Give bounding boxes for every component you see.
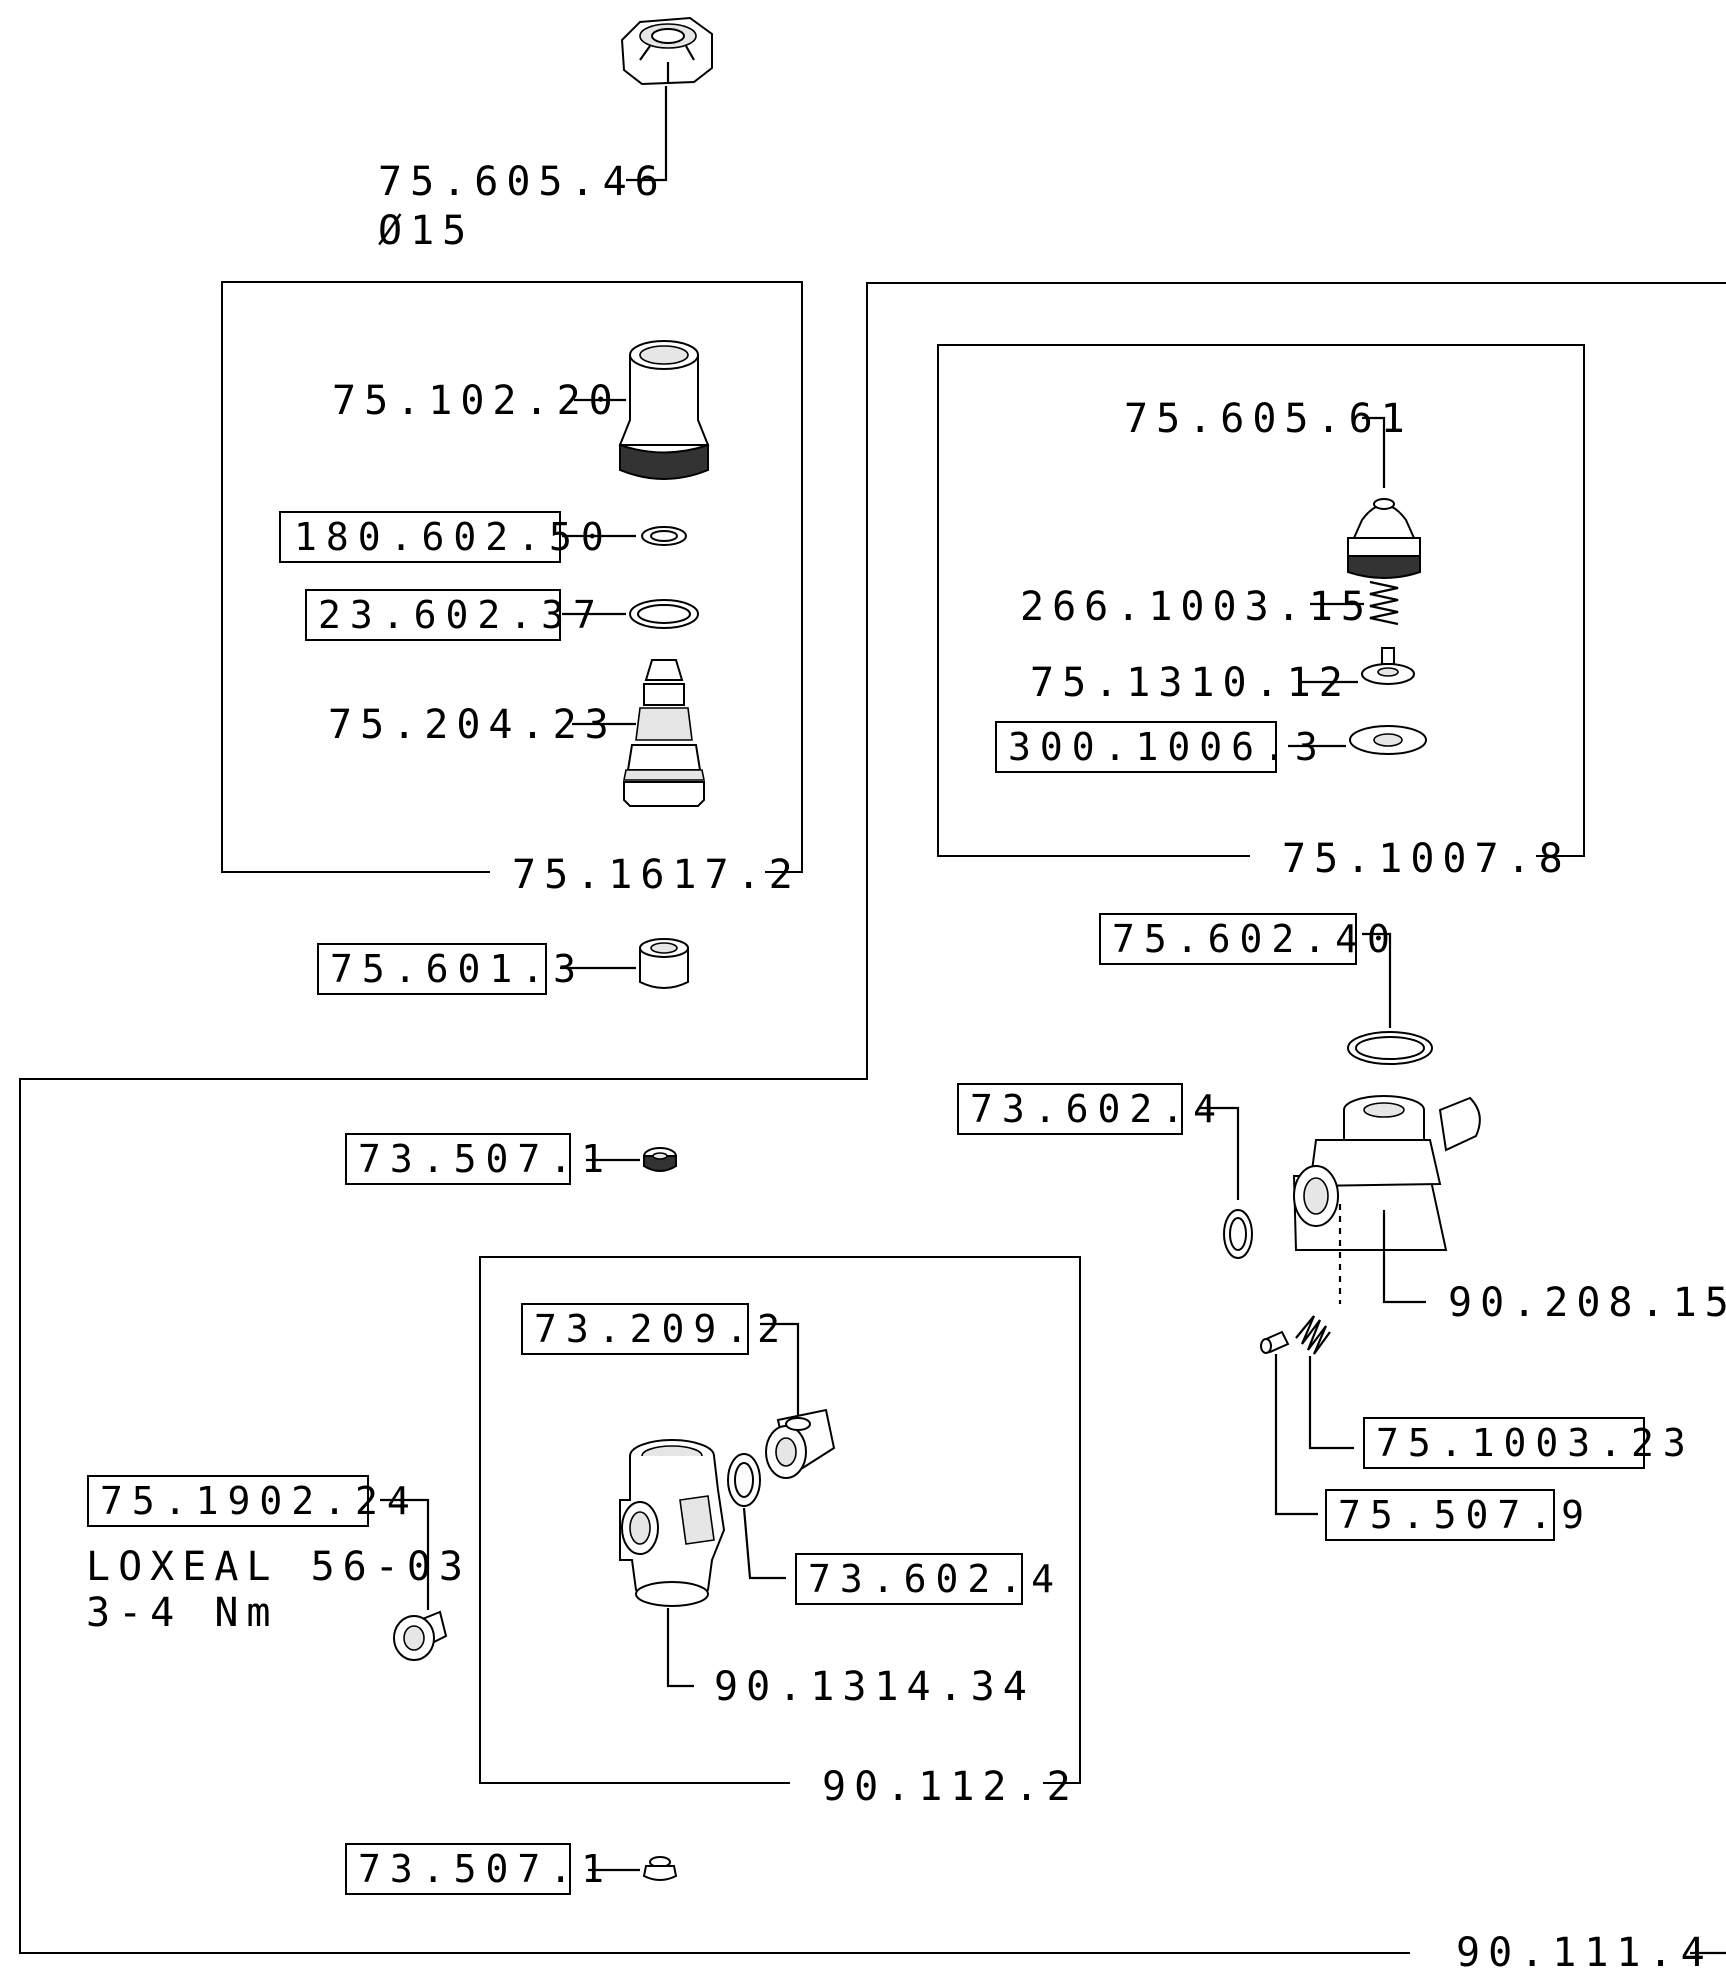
oring-small-inner — [650, 530, 678, 542]
plug-top-box — [345, 1133, 571, 1185]
oring-top-right-leader — [1362, 932, 1392, 1028]
frame-kit-lower — [479, 1256, 1081, 1784]
oring-lower-top-box — [521, 1303, 749, 1355]
oring-large-inner — [637, 604, 691, 624]
washer-right-label: 300.1006.3 — [1008, 725, 1327, 769]
washer-right-box — [995, 721, 1277, 773]
oring-side-right-box — [957, 1083, 1183, 1135]
oring-small-box — [279, 511, 561, 563]
cap-leader — [626, 86, 668, 182]
oring-top-right-box — [1099, 913, 1357, 965]
oring-lower-top-part-icon — [765, 1408, 836, 1479]
torque-label: 3-4 Nm — [86, 1590, 279, 1636]
frame-kit-left — [221, 281, 803, 873]
valve-body-lower-part-icon — [619, 1439, 726, 1607]
oring-side-right-inner — [1229, 1217, 1247, 1251]
kit-lower-label: 90.112.2 — [822, 1764, 1079, 1810]
spring-right-part-icon — [1369, 580, 1399, 626]
oring-lower-side-box — [795, 1553, 1023, 1605]
plug-bottom-box — [345, 1843, 571, 1895]
valve-body-right-leader — [1382, 1210, 1426, 1304]
plug-screw-box — [87, 1475, 369, 1527]
kit-left-label: 75.1617.2 — [512, 852, 801, 898]
plug-bottom-part-icon — [642, 1856, 678, 1881]
sleeve-part-icon — [639, 938, 689, 989]
loxeal-label: LOXEAL 56-03 — [86, 1544, 471, 1590]
cap-diameter-label: Ø15 — [378, 208, 474, 254]
oring-top-right-inner — [1355, 1036, 1425, 1060]
frame-kit-right — [937, 344, 1585, 857]
valve-insert-part-icon — [623, 659, 705, 807]
oring-side-right-label: 73.602.4 — [970, 1087, 1225, 1131]
spring-small-box — [1363, 1417, 1645, 1469]
oring-large-label: 23.602.37 — [318, 593, 605, 637]
screw-small-label: 75.507.9 — [1338, 1493, 1593, 1537]
screw-small-box — [1325, 1489, 1555, 1541]
spring-small-label: 75.1003.23 — [1376, 1421, 1695, 1465]
sleeve-box — [317, 943, 547, 995]
cap-right-part-icon — [1347, 498, 1421, 579]
oring-lower-side-label: 73.602.4 — [808, 1557, 1063, 1601]
cap-part-icon — [620, 16, 713, 86]
plug-top-label: 73.507.1 — [358, 1137, 613, 1181]
screw-small-part-icon — [1260, 1330, 1290, 1354]
cap-right-leader — [1362, 416, 1386, 488]
plug-bottom-label: 73.507.1 — [358, 1847, 613, 1891]
sleeve-label: 75.601.3 — [330, 947, 585, 991]
plug-screw-label: 75.1902.24 — [100, 1479, 419, 1523]
oring-side-right-leader — [1200, 1106, 1240, 1200]
valve-body-right-label: 90.208.152 — [1448, 1280, 1726, 1326]
spring-right-label: 266.1003.15 — [1020, 584, 1373, 630]
plug-screw-part-icon — [393, 1610, 448, 1661]
valve-body-lower-leader — [666, 1608, 694, 1688]
oring-lower-side-leader — [742, 1507, 786, 1580]
stem-right-part-icon — [1361, 647, 1415, 685]
plug-top-part-icon — [643, 1147, 677, 1172]
frame-assembly-main — [19, 282, 1726, 1954]
body-top-label: 75.102.20 — [332, 378, 621, 424]
spring-small-part-icon — [1295, 1315, 1331, 1355]
oring-lower-top-label: 73.209.2 — [534, 1307, 789, 1351]
assembly-main-label: 90.111.4 — [1456, 1930, 1713, 1968]
oring-small-label: 180.602.50 — [294, 515, 613, 559]
cap-right-label: 75.605.61 — [1124, 396, 1413, 442]
stem-right-label: 75.1310.12 — [1030, 660, 1351, 706]
body-top-part-icon — [618, 340, 710, 480]
spring-small-leader — [1308, 1356, 1354, 1450]
oring-top-right-label: 75.602.40 — [1112, 917, 1399, 961]
valve-body-lower-label: 90.1314.34 — [714, 1664, 1035, 1710]
oring-lower-side-inner — [734, 1462, 754, 1498]
valve-insert-label: 75.204.23 — [328, 702, 617, 748]
cap-label: 75.605.46 — [378, 159, 667, 205]
oring-large-box — [305, 589, 561, 641]
valve-body-right-part-icon — [1292, 1095, 1481, 1251]
screw-small-leader — [1274, 1354, 1318, 1516]
plug-screw-leader — [380, 1498, 430, 1610]
oring-lower-top-leader — [760, 1322, 800, 1418]
kit-right-label: 75.1007.8 — [1282, 836, 1571, 882]
washer-right-inner — [1373, 733, 1403, 747]
